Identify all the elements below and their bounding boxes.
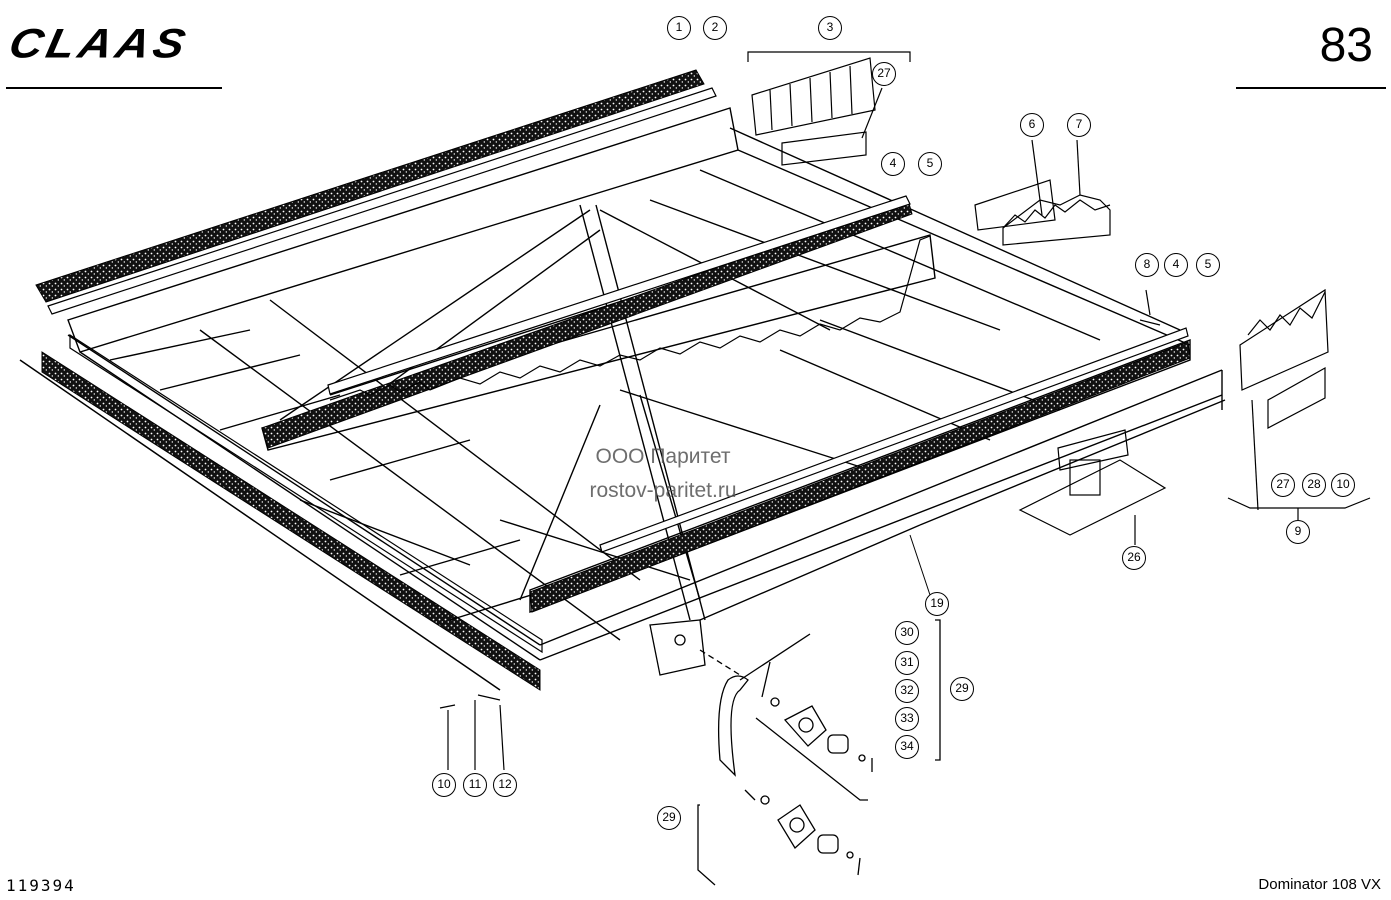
callout-29-left: 29 xyxy=(657,806,681,830)
part-9-assembly xyxy=(1227,288,1371,520)
fastener-bottom-left xyxy=(439,694,505,771)
rub-strip-left xyxy=(19,333,543,691)
callout-8: 8 xyxy=(1135,253,1159,277)
callout-4-top: 4 xyxy=(881,152,905,176)
callout-27-top: 27 xyxy=(872,62,896,86)
callout-3: 3 xyxy=(818,16,842,40)
callout-12: 12 xyxy=(493,773,517,797)
callout-10-bottom: 10 xyxy=(432,773,456,797)
callout-5-right: 5 xyxy=(1196,253,1220,277)
header-rule-left xyxy=(6,87,222,89)
parts-6-7-plates xyxy=(974,139,1111,246)
callout-7: 7 xyxy=(1067,113,1091,137)
lever-assembly xyxy=(649,619,941,886)
rub-strip-top xyxy=(35,69,717,315)
part-3-plate xyxy=(747,51,911,166)
callout-11: 11 xyxy=(463,773,487,797)
callout-29-right: 29 xyxy=(950,677,974,701)
drawing-number: 119394 xyxy=(6,876,76,895)
callout-2: 2 xyxy=(703,16,727,40)
callout-28: 28 xyxy=(1302,473,1326,497)
callout-32: 32 xyxy=(895,679,919,703)
callout-6: 6 xyxy=(1020,113,1044,137)
watermark-url: rostov-paritet.ru xyxy=(589,479,737,502)
page-number: 83 xyxy=(1319,19,1373,72)
watermark: ООО Паритет rostov-paritet.ru xyxy=(558,440,768,508)
callout-4-right: 4 xyxy=(1164,253,1188,277)
callout-26: 26 xyxy=(1122,546,1146,570)
callout-5-top: 5 xyxy=(918,152,942,176)
callout-33: 33 xyxy=(895,707,919,731)
callout-19: 19 xyxy=(925,592,949,616)
callout-1: 1 xyxy=(667,16,691,40)
rub-strip-front xyxy=(529,327,1191,613)
callout-27-right: 27 xyxy=(1271,473,1295,497)
callout-9: 9 xyxy=(1286,520,1310,544)
callout-34: 34 xyxy=(895,735,919,759)
callout-10-right: 10 xyxy=(1331,473,1355,497)
watermark-company: ООО Паритет xyxy=(595,445,731,468)
callout-30: 30 xyxy=(895,621,919,645)
header-rule-right xyxy=(1236,87,1386,89)
model-name: Dominator 108 VX xyxy=(1258,876,1381,893)
callout-31: 31 xyxy=(895,651,919,675)
part-26-bracket xyxy=(1018,429,1167,545)
leader-19 xyxy=(909,534,931,596)
rub-strip-middle xyxy=(261,195,931,449)
part-8-bolt xyxy=(1139,289,1161,326)
